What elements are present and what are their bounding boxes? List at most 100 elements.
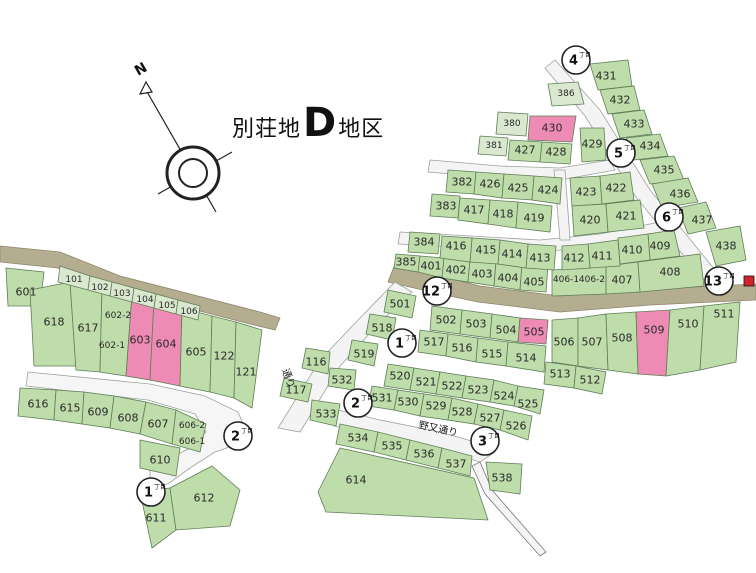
lot-label: 381 [485, 141, 502, 151]
chome-markers: 1 丁目 2 丁目 1 丁目 2 丁目 3 丁目 4 丁目 [136, 45, 735, 507]
lot-label: 527 [480, 412, 501, 425]
lot-label: 533 [316, 408, 337, 421]
lot-label: 505 [524, 326, 545, 339]
chome-marker-north-4[interactable]: 4 丁目 [561, 45, 591, 75]
lot-label: 435 [654, 164, 675, 177]
chome-marker-north-5[interactable]: 5 丁目 [606, 138, 636, 168]
lot-610[interactable] [139, 439, 181, 477]
lot-label: 511 [714, 308, 735, 321]
lot-510[interactable] [665, 305, 705, 377]
marker-circle [606, 138, 636, 168]
lot-408[interactable] [637, 253, 705, 293]
lot-512[interactable] [573, 365, 607, 395]
lot-429[interactable] [579, 127, 607, 163]
lot-606[interactable] [171, 409, 207, 453]
chome-marker-east-13[interactable]: 13 丁目 [704, 266, 735, 296]
marker-number: 1 [395, 337, 404, 352]
marker-circle [387, 328, 417, 358]
lot-label: 504 [496, 324, 517, 337]
chome-marker-south-2[interactable]: 2 丁目 [223, 421, 253, 451]
marker-suffix: 丁目 [241, 428, 253, 435]
lot-380[interactable] [495, 111, 529, 137]
chome-marker-south-1[interactable]: 1 丁目 [136, 477, 166, 507]
lot-514[interactable] [505, 341, 547, 373]
lot-428[interactable] [539, 141, 573, 165]
chome-marker-central-2[interactable]: 2 丁目 [343, 388, 373, 418]
lot-614[interactable] [317, 447, 489, 521]
lot-384[interactable] [407, 231, 441, 255]
lot-label: 406-1 [553, 275, 579, 285]
lot-label: 419 [524, 212, 545, 225]
lot-438[interactable] [705, 225, 747, 267]
lot-label: 535 [382, 440, 403, 453]
lot-430[interactable] [527, 115, 577, 143]
lot-509[interactable] [635, 309, 671, 377]
lot-label: 386 [557, 89, 574, 99]
lot-label: 510 [678, 318, 699, 331]
title-prefix: 別荘地 [232, 117, 302, 142]
lot-612[interactable] [169, 465, 241, 531]
marker-number: 2 [231, 430, 240, 445]
lot-label: 616 [28, 398, 49, 411]
marker-suffix: 丁目 [488, 433, 500, 440]
lot-label: 101 [65, 275, 82, 285]
lot-437[interactable] [677, 201, 717, 235]
lot-501[interactable] [383, 289, 417, 319]
marker-circle [561, 45, 591, 75]
lot-424[interactable] [531, 175, 563, 205]
marker-circle [223, 421, 253, 451]
lot-432[interactable] [599, 85, 641, 115]
chome-marker-north-12[interactable]: 12 丁目 [422, 276, 453, 306]
lot-label: 515 [482, 348, 503, 361]
lot-412[interactable] [561, 243, 591, 271]
lot-117[interactable] [279, 377, 313, 403]
marker-circle [422, 276, 452, 306]
lot-label: 424 [538, 184, 559, 197]
lot-116[interactable] [301, 347, 331, 375]
lot-537[interactable] [437, 447, 473, 477]
lot-505[interactable] [517, 317, 549, 345]
lot-525[interactable] [513, 385, 545, 415]
chome-marker-central-3[interactable]: 3 丁目 [470, 426, 500, 456]
marker-number: 3 [478, 435, 487, 450]
lot-386[interactable] [547, 81, 585, 107]
lot-121[interactable] [233, 321, 263, 409]
lot-381[interactable] [477, 135, 509, 157]
chome-marker-central-1[interactable]: 1 丁目 [387, 328, 417, 358]
lot-label: 609 [88, 406, 109, 419]
lot-label: 618 [44, 316, 65, 329]
lot-label: 402 [446, 264, 467, 277]
lot-label: 526 [506, 420, 527, 433]
lot-436[interactable] [651, 177, 699, 209]
lot-419[interactable] [515, 201, 553, 233]
lot-label: 528 [452, 406, 473, 419]
lot-label: 514 [516, 352, 537, 365]
lot-538[interactable] [485, 461, 523, 495]
lot-label: 531 [372, 392, 393, 405]
lot-label: 417 [464, 204, 485, 217]
lot-label: 383 [436, 200, 457, 213]
chome-marker-north-6[interactable]: 6 丁目 [654, 202, 684, 232]
lot-106[interactable] [175, 299, 201, 321]
lots-north [393, 59, 747, 297]
lot-433[interactable] [611, 109, 653, 139]
lot-416[interactable] [439, 235, 473, 263]
marker-circle [654, 202, 684, 232]
north-arrow-compass-icon: N [132, 60, 233, 213]
marker-number: 12 [422, 285, 440, 300]
lot-511[interactable] [699, 301, 741, 371]
lot-label: 529 [426, 400, 447, 413]
lot-422[interactable] [599, 171, 635, 205]
lot-519[interactable] [347, 339, 379, 367]
lot-421[interactable] [605, 199, 645, 233]
marker-number: 13 [704, 275, 722, 290]
lot-526[interactable] [499, 409, 533, 441]
lot-label: 122 [214, 350, 235, 363]
lot-label: 509 [644, 324, 665, 337]
lot-labels: 601 618 617 602-2 602-1 603 604 605 122 … [16, 70, 737, 525]
marker-circle [136, 477, 166, 507]
lot-533[interactable] [309, 399, 341, 427]
marker-number: 2 [351, 397, 360, 412]
lot-label: 617 [78, 322, 99, 335]
